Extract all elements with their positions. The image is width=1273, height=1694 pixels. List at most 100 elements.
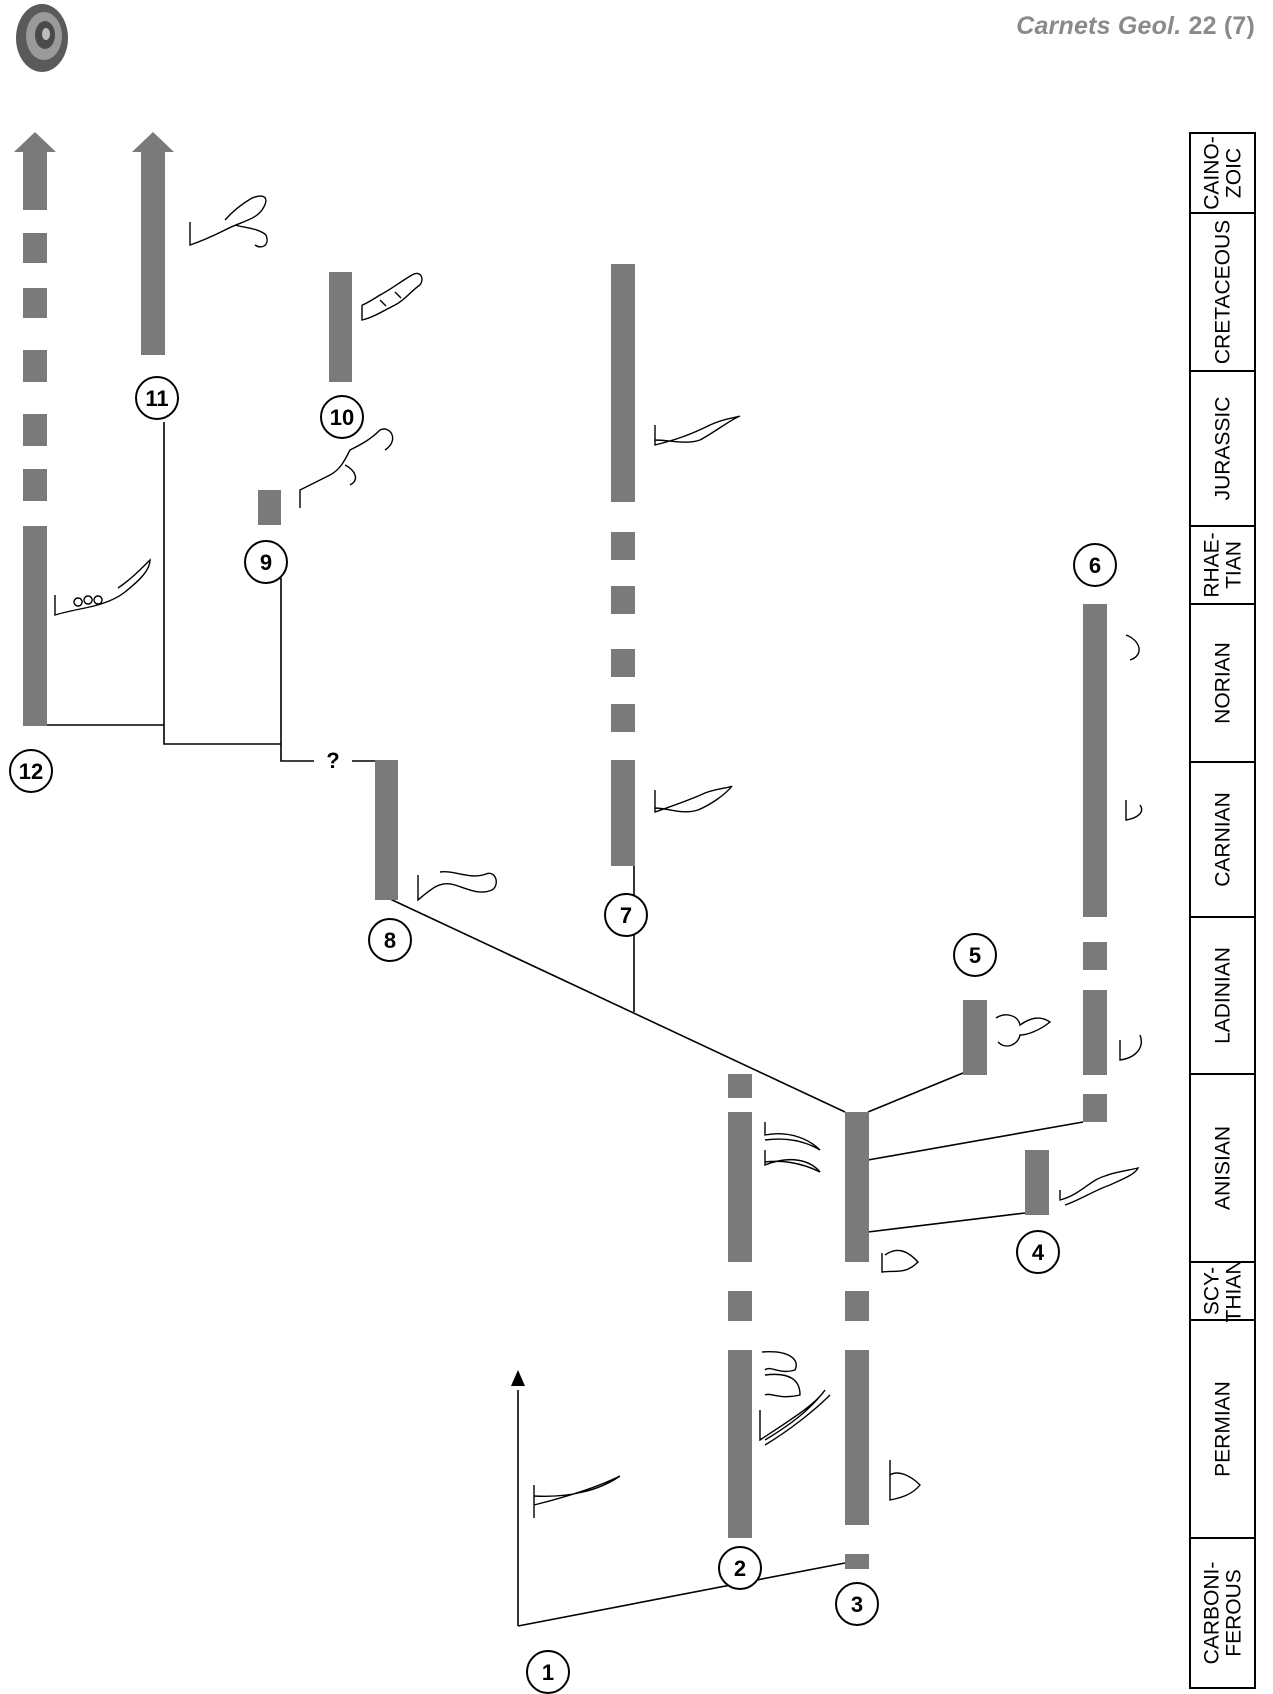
uncertain-link-label: ? <box>326 748 339 773</box>
range-bar <box>845 1350 869 1525</box>
arrow-up-icon <box>511 1370 525 1386</box>
node-circle-10 <box>320 395 364 439</box>
ammonite-logo-icon <box>16 4 68 72</box>
connector-3-6 <box>867 1121 1084 1161</box>
node-label-4: 4 <box>1032 1240 1045 1265</box>
time-period-caino: CAINO-ZOIC <box>1201 136 1246 210</box>
node-label-5: 5 <box>969 943 981 968</box>
time-period-cretaceous: CRETACEOUS <box>1212 220 1235 364</box>
node-circle-1 <box>526 1650 570 1694</box>
time-period-carnian: CARNIAN <box>1212 792 1235 887</box>
node-label-6: 6 <box>1089 553 1101 578</box>
connector-3-4 <box>867 1212 1026 1233</box>
range-bar <box>23 526 47 726</box>
range-bar <box>258 490 281 525</box>
range-bar <box>611 760 635 866</box>
range-bar <box>23 350 47 382</box>
node-label-12: 12 <box>19 759 43 784</box>
connector-3-5 <box>867 1072 964 1113</box>
node-label-2: 2 <box>734 1556 746 1581</box>
time-period-label: CARBONI- <box>1201 1562 1224 1665</box>
range-bar <box>1083 1094 1107 1122</box>
sketch-taxon-6-icon <box>1119 634 1143 1061</box>
range-bar <box>141 152 165 355</box>
connector-9-11 <box>163 422 281 745</box>
time-period-label: TIAN <box>1223 541 1246 589</box>
journal-header: Carnets Geol. 22 (7) <box>1016 12 1255 41</box>
node-circle-3 <box>835 1582 879 1626</box>
sketch-taxon-9-icon <box>299 428 394 508</box>
arrow-up-icon <box>132 132 174 152</box>
connector-1-3 <box>517 1562 846 1627</box>
sketch-taxon-7-icon <box>654 415 741 813</box>
range-bar <box>728 1112 752 1262</box>
range-bar <box>23 152 47 210</box>
node-circle-4 <box>1016 1230 1060 1274</box>
node-label-3: 3 <box>851 1592 863 1617</box>
connector-lines <box>47 422 1084 1627</box>
range-bar <box>728 1350 752 1538</box>
range-bar <box>611 586 635 614</box>
range-bars <box>14 132 1107 1569</box>
node-circle-6 <box>1073 543 1117 587</box>
node-circle-11 <box>135 376 179 420</box>
range-bar <box>611 704 635 732</box>
range-bar <box>329 272 352 382</box>
range-bar <box>845 1554 869 1569</box>
range-bar <box>1083 604 1107 917</box>
range-bar <box>23 469 47 501</box>
node-circle-9 <box>244 540 288 584</box>
time-period-jurassic: JURASSIC <box>1212 397 1235 501</box>
time-period-rhaetian: RHAE-TIAN <box>1201 532 1246 597</box>
journal-volume: 22 (7) <box>1181 12 1255 40</box>
time-period-label: SCY- <box>1201 1267 1224 1315</box>
time-period-label: ANISIAN <box>1212 1126 1235 1210</box>
range-bar <box>845 1291 869 1321</box>
time-period-label: FEROUS <box>1223 1569 1246 1657</box>
node-label-10: 10 <box>330 405 354 430</box>
range-bar <box>375 760 398 900</box>
node-label-8: 8 <box>384 928 396 953</box>
node-circle-2 <box>718 1546 762 1590</box>
range-bar <box>611 532 635 560</box>
range-bar <box>611 264 635 502</box>
range-bar <box>728 1074 752 1098</box>
time-period-label: CARNIAN <box>1212 792 1235 887</box>
sketch-taxon-3-icon <box>881 1249 921 1501</box>
connector-3-8 <box>387 897 846 1113</box>
time-period-label: THIAN <box>1223 1260 1246 1323</box>
time-period-carboniferous: CARBONI-FEROUS <box>1201 1562 1246 1665</box>
time-period-ladinian: LADINIAN <box>1212 947 1235 1044</box>
sketch-taxon-12-icon <box>54 558 151 616</box>
range-bar <box>728 1291 752 1321</box>
node-circle-12 <box>9 749 53 793</box>
connector-q-9 <box>280 578 314 762</box>
time-scale: CAINO-ZOIC CRETACEOUS JURASSIC RHAE-TIAN NOR… <box>1189 132 1256 1689</box>
range-bar <box>611 649 635 677</box>
sketch-taxon-1-icon <box>533 1475 621 1518</box>
range-bar <box>1083 990 1107 1075</box>
time-period-permian: PERMIAN <box>1212 1381 1235 1477</box>
node-circle-5 <box>953 933 997 977</box>
node-label-1: 1 <box>542 1660 554 1685</box>
sketch-taxon-4-icon <box>1059 1166 1140 1206</box>
sketch-taxon-10-icon <box>361 272 423 321</box>
node-label-7: 7 <box>620 903 632 928</box>
sketch-taxon-11-icon <box>189 195 268 248</box>
range-bar <box>845 1112 869 1262</box>
range-bar <box>23 233 47 263</box>
time-period-label: CAINO- <box>1201 136 1224 210</box>
node-circle-7 <box>604 893 648 937</box>
time-period-norian: NORIAN <box>1212 642 1235 724</box>
sketch-taxon-8-icon <box>417 871 497 902</box>
sketch-taxon-2-icon <box>759 1122 831 1446</box>
time-period-label: CRETACEOUS <box>1212 220 1235 364</box>
time-period-anisian: ANISIAN <box>1212 1126 1235 1210</box>
range-bar <box>1083 942 1107 970</box>
time-period-label: NORIAN <box>1212 642 1235 724</box>
node-label-9: 9 <box>260 550 272 575</box>
time-period-label: ZOIC <box>1223 148 1246 198</box>
time-period-label: JURASSIC <box>1212 397 1235 501</box>
